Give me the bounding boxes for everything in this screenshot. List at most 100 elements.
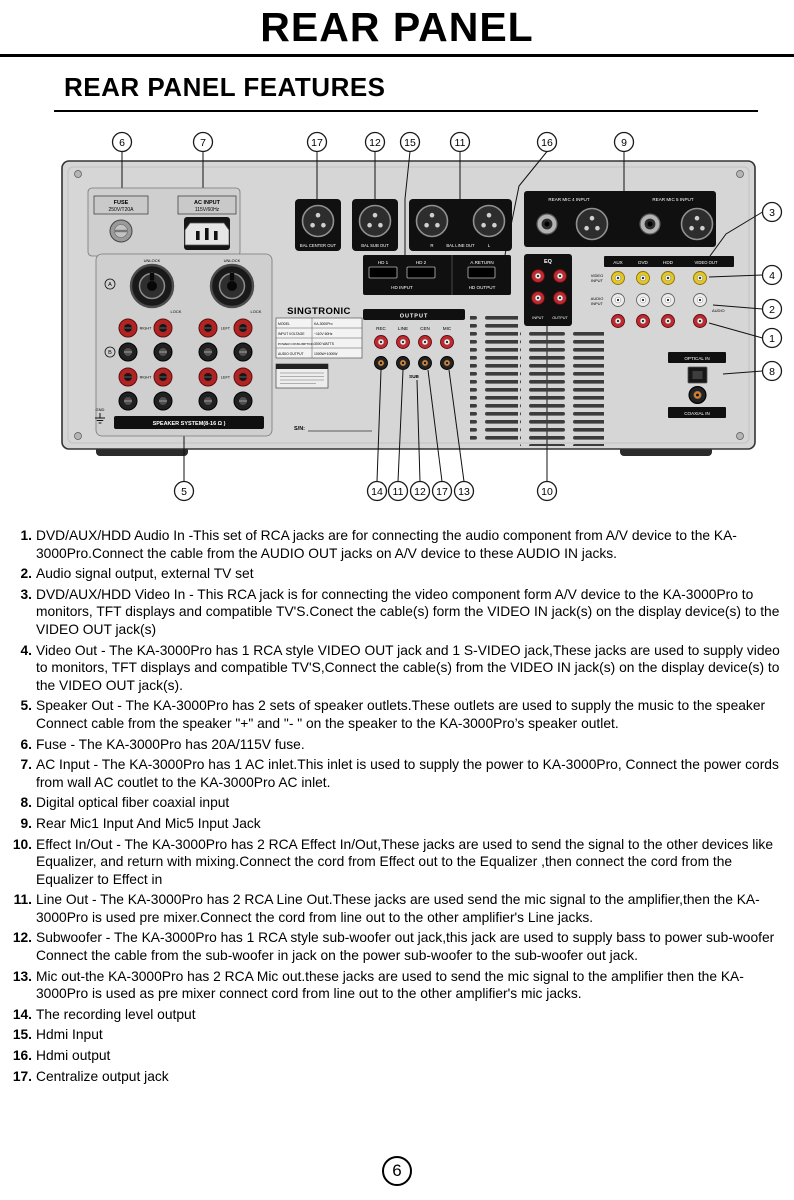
voltage-label: INPUT VOLTAGE (278, 332, 305, 336)
channel-a-label: A (108, 282, 112, 288)
output-jack (418, 356, 432, 370)
page-title: REAR PANEL (260, 4, 534, 50)
lock-label: LOCK (251, 309, 262, 314)
svg-text:3: 3 (769, 207, 775, 219)
title-rule (0, 54, 794, 57)
eq-jack (553, 269, 567, 283)
binding-post (233, 318, 253, 338)
left-label: LEFT (221, 376, 231, 380)
binding-post (153, 318, 173, 338)
rear-panel-diagram: FUSE 250V/T20A AC INPUT 115V/60Hz BAL CE… (0, 114, 794, 513)
features-list: 1.DVD/AUX/HDD Audio In -This set of RCA … (0, 527, 794, 1085)
vent-grille (520, 330, 604, 446)
feature-item-16: 16.Hdmi output (0, 1047, 794, 1065)
svg-text:2: 2 (769, 304, 775, 316)
fuse-label: FUSE (114, 200, 129, 206)
callout: 17 (431, 480, 453, 502)
output-jack (396, 335, 410, 349)
ac-inlet: AC INPUT 115V/60Hz (177, 195, 237, 250)
mic4-trs-jack (536, 213, 558, 235)
eq-label: EQ (544, 259, 553, 265)
binding-post (198, 367, 218, 387)
bal-line-out-label: BAL LINE OUT (446, 243, 475, 248)
r-label: R (430, 243, 433, 248)
binding-post (153, 367, 173, 387)
feature-number: 2. (20, 566, 32, 582)
hd-input-label: HD INPUT (391, 285, 413, 290)
svg-text:17: 17 (436, 486, 448, 498)
feature-text: Rear Mic1 Input And Mic5 Input Jack (36, 815, 261, 831)
svg-text:14: 14 (371, 486, 383, 498)
audio-jack-r (636, 314, 650, 328)
rec-label: REC (376, 326, 386, 331)
callout: 11 (387, 480, 409, 502)
feature-number: 10. (12, 836, 32, 852)
output-label: OUTPUT (400, 314, 429, 320)
rear-mic4-label: REAR MIC 4 INPUT (548, 197, 590, 202)
binding-post (198, 391, 218, 411)
left-label: LEFT (221, 327, 231, 331)
feature-number: 5. (20, 698, 32, 714)
xlr-bal-center-out: BAL CENTER OUT (295, 199, 341, 251)
callout: 7 (192, 131, 214, 153)
feature-text: Speaker Out - The KA-3000Pro has 2 sets … (36, 698, 766, 731)
eq-jack (531, 269, 545, 283)
callout: 6 (111, 131, 133, 153)
svg-text:11: 11 (455, 137, 466, 149)
svg-text:1: 1 (769, 333, 775, 345)
feature-number: 14. (12, 1006, 32, 1022)
section-title: REAR PANEL FEATURES (64, 72, 386, 102)
binding-post (118, 318, 138, 338)
audio-input-label: INPUT (591, 301, 604, 306)
svg-text:6: 6 (119, 137, 125, 149)
svg-text:13: 13 (458, 486, 470, 498)
power-value: 3000 WATTS (314, 342, 335, 346)
audio-jack-l (661, 293, 675, 307)
feature-text: AC Input - The KA-3000Pro has 1 AC inlet… (36, 757, 779, 790)
video-jack (636, 271, 650, 285)
feature-number: 1. (20, 528, 32, 543)
digital-section: OPTICAL IN COAXIAL IN (668, 352, 726, 418)
hdmi-section: HD 1 HD 2 A.RETURN HD INPUT HD OUTPUT (363, 255, 511, 295)
callout: 8 (761, 360, 783, 382)
output-jack (396, 356, 410, 370)
binding-post (153, 342, 173, 362)
ac-rating: 115V/60Hz (195, 207, 220, 213)
feature-item-12: 12.Subwoofer - The KA-3000Pro has 1 RCA … (0, 929, 794, 964)
brand-label: SINGTRONIC (287, 306, 351, 317)
callout: 15 (399, 131, 421, 153)
line-label: LINE (398, 326, 408, 331)
feature-text: Centralize output jack (36, 1068, 169, 1084)
video-jack (661, 271, 675, 285)
mic-label: MIC (443, 326, 452, 331)
feature-number: 15. (12, 1027, 32, 1043)
callout: 1 (761, 327, 783, 349)
feature-text: Video Out - The KA-3000Pro has 1 RCA sty… (36, 642, 780, 693)
feature-number: 12. (12, 930, 32, 946)
feature-item-3: 3.DVD/AUX/HDD Video In - This RCA jack i… (0, 586, 794, 639)
audio-out-jack-r (693, 314, 707, 328)
callout: 9 (613, 131, 635, 153)
feature-item-14: 14.The recording level output (0, 1006, 794, 1024)
feature-number: 8. (20, 795, 32, 811)
model-value: KA-3000Pro (314, 322, 333, 326)
audio-out-jack-l (693, 293, 707, 307)
feature-item-9: 9.Rear Mic1 Input And Mic5 Input Jack (0, 815, 794, 833)
rear-panel-svg: FUSE 250V/T20A AC INPUT 115V/60Hz BAL CE… (61, 131, 783, 502)
feature-text: Hdmi output (36, 1048, 111, 1064)
eq-input-label: INPUT (532, 316, 544, 320)
binding-post (153, 391, 173, 411)
feature-item-7: 7.AC Input - The KA-3000Pro has 1 AC inl… (0, 756, 794, 791)
video-jack (611, 271, 625, 285)
svg-text:17: 17 (311, 137, 323, 149)
svg-text:15: 15 (404, 137, 416, 149)
feature-text: Hdmi Input (36, 1027, 103, 1043)
eq-jack (553, 291, 567, 305)
coaxial-in-label: COAXIAL IN (684, 411, 710, 416)
l-label: L (488, 243, 491, 248)
binding-post (233, 391, 253, 411)
feature-text: Line Out - The KA-3000Pro has 2 RCA Line… (36, 892, 760, 925)
callout: 11 (449, 131, 471, 153)
xlr-bal-sub-out: BAL SUB OUT (352, 199, 398, 251)
hdmi-port-out (467, 266, 496, 279)
